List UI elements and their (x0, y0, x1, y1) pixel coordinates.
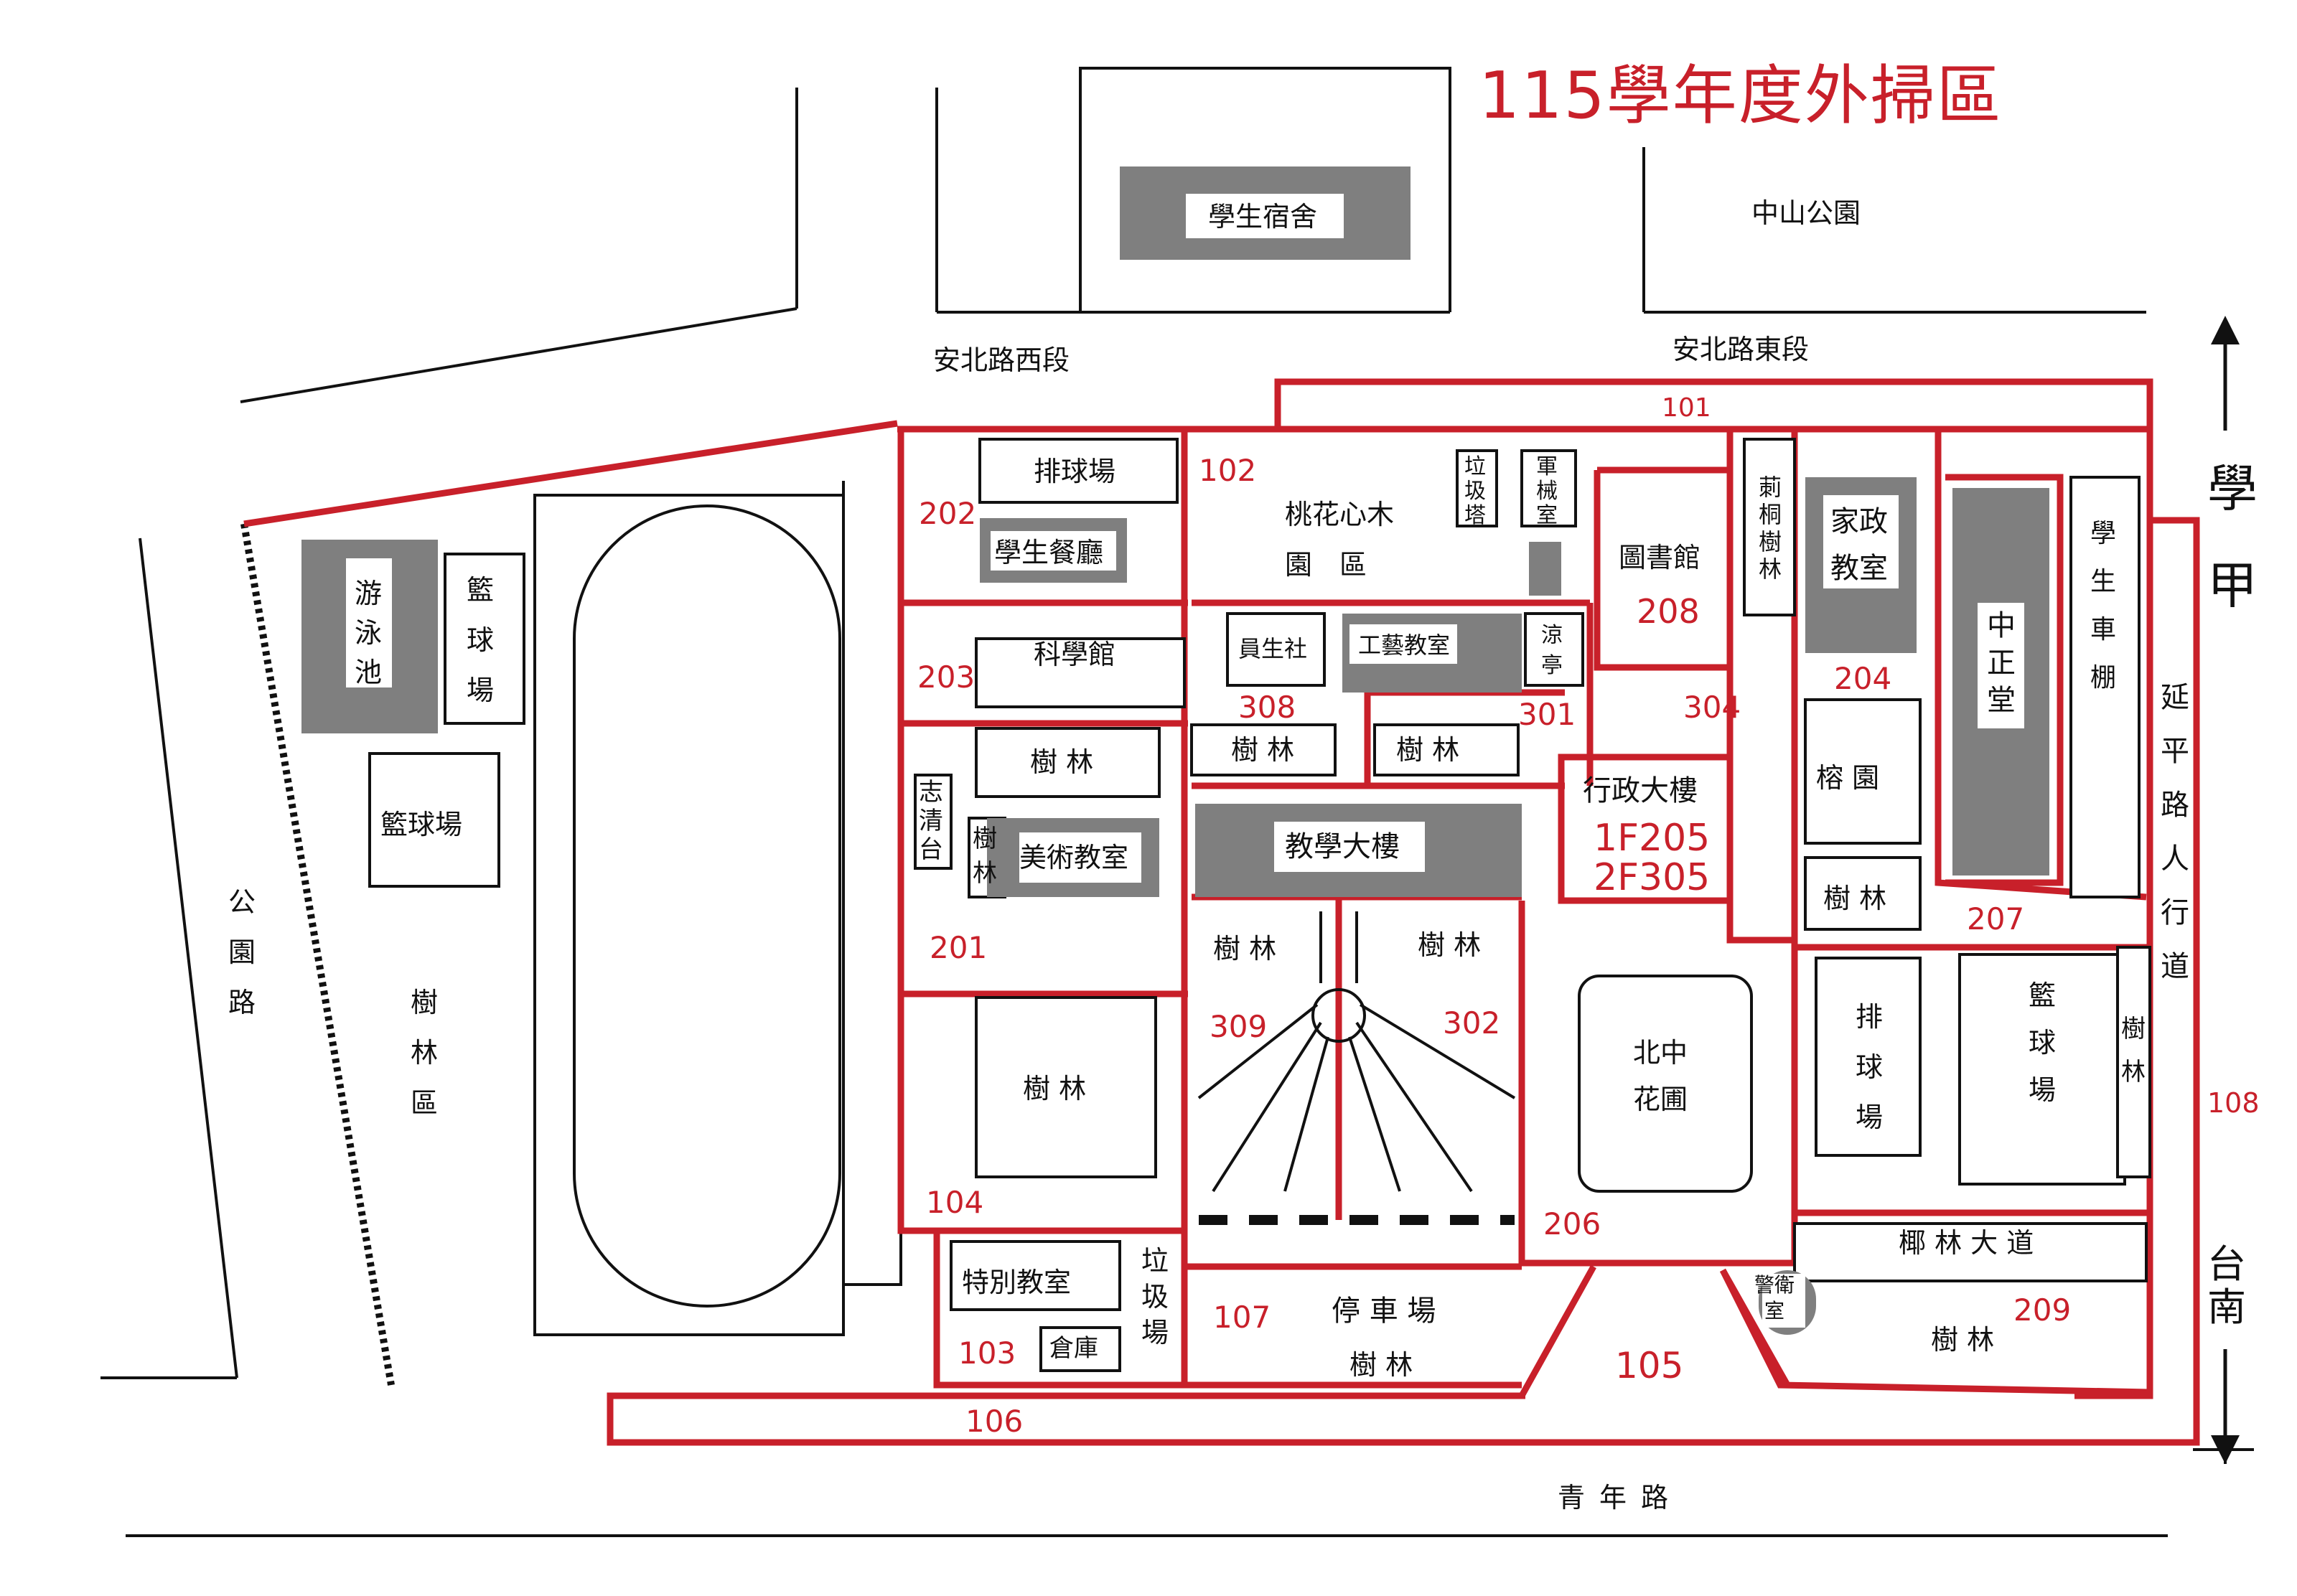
fac-zhiqing-platform: 志清台 (919, 778, 943, 864)
fac-north-garden-2: 花圃 (1633, 1084, 1688, 1115)
zone-103: 103 (958, 1336, 1016, 1371)
running-track (533, 481, 902, 1336)
outside-zhongshan-park: 中山公園 (1751, 197, 1861, 229)
fac-art-room: 美術教室 (1019, 842, 1128, 873)
fac-pavilion: 涼亭 (1541, 623, 1563, 678)
fac-woods-107: 樹 林 (1349, 1349, 1413, 1381)
compass-north: 學甲 (2207, 459, 2258, 615)
zone-108: 108 (2207, 1087, 2260, 1119)
fac-banyan-garden: 榕 園 (1816, 762, 1879, 794)
fac-woods-308: 樹 林 (1231, 734, 1294, 766)
fac-basketball-west: 籃球場 (380, 809, 462, 840)
fac-zhongzheng-hall: 中正堂 (1987, 609, 2016, 717)
fac-craft-room: 工藝教室 (1358, 632, 1450, 659)
fac-admin-floor-2: 2F305 (1594, 856, 1710, 899)
fac-swimming-pool: 游泳池 (355, 578, 382, 688)
street-anbei-west: 安北路西段 (933, 344, 1070, 376)
fac-guard-room: 警衛室 (1754, 1273, 1795, 1323)
zone-206: 206 (1543, 1206, 1601, 1241)
fac-woods-203: 樹 林 (1030, 746, 1093, 778)
fac-volleyball-north: 排球場 (1034, 456, 1115, 487)
zone-102: 102 (1199, 453, 1256, 488)
fac-woods-small-201: 樹林 (973, 825, 997, 888)
zone-209: 209 (2013, 1292, 2071, 1328)
compass-south: 台南 (2207, 1241, 2246, 1330)
pool-label-box (346, 558, 392, 687)
zone-101: 101 (1662, 393, 1711, 423)
fac-peach-garden-1: 桃花心木 (1285, 499, 1394, 530)
zone-104: 104 (926, 1185, 983, 1220)
fac-admin-building: 行政大樓 (1583, 774, 1698, 807)
basketball-west-vertical-box (444, 553, 525, 725)
fac-woods-104: 樹 林 (1023, 1073, 1086, 1104)
zone-201: 201 (930, 930, 987, 965)
fac-parking-lot: 停 車 場 (1332, 1295, 1436, 1328)
street-park-road: 公園路 (228, 886, 256, 1018)
fac-cafeteria: 學生餐廳 (994, 537, 1103, 568)
map-title: 115學年度外掃區 (1479, 58, 2003, 133)
fac-home-ec-2: 教室 (1830, 552, 1888, 585)
fac-woods-east: 樹林 (2121, 1015, 2146, 1086)
fac-volleyball-east: 排球場 (1856, 1001, 1883, 1133)
fac-basketball-west-vertical: 籃球場 (467, 574, 494, 706)
zone-107: 107 (1213, 1300, 1271, 1335)
fac-north-garden-1: 北中 (1633, 1037, 1688, 1069)
plaza-lines (1197, 911, 1516, 1225)
gray-buildings (980, 477, 2049, 1335)
zone-308: 308 (1238, 690, 1296, 725)
fac-special-classroom: 特別教室 (962, 1267, 1071, 1298)
street-qingnian: 青年路 (1558, 1482, 1683, 1513)
vertical-labels: 公園路延平路人行道學甲台南游泳池籃球場樹林區志清台樹林垃圾場垃圾塔軍械室涼亭莿桐… (228, 454, 2258, 1348)
zone-106: 106 (965, 1404, 1023, 1439)
fac-peach-garden-2: 園 區 (1285, 549, 1367, 581)
fac-admin-floor-1: 1F205 (1594, 817, 1710, 860)
fac-science-hall: 科學館 (1034, 639, 1115, 670)
dorm-label-box (1186, 194, 1344, 238)
fac-warehouse: 倉庫 (1049, 1334, 1098, 1363)
zone-302: 302 (1443, 1005, 1500, 1041)
fac-jasmine-woods: 莿桐樹林 (1759, 474, 1782, 583)
zone-208: 208 (1637, 592, 1700, 631)
fac-coconut-avenue: 椰 林 大 道 (1899, 1227, 2034, 1259)
fac-garbage-tower: 垃圾塔 (1464, 454, 1486, 528)
street-anbei-east: 安北路東段 (1673, 334, 1809, 365)
zone-309: 309 (1210, 1009, 1267, 1044)
fac-woods-area: 樹林區 (411, 987, 438, 1119)
fac-woods-209: 樹 林 (1931, 1324, 1994, 1356)
buildings (914, 438, 2151, 1372)
zone-304: 304 (1683, 690, 1741, 725)
street-yanping: 延平路人行道 (2161, 681, 2189, 983)
fac-basketball-east: 籃球場 (2029, 980, 2056, 1106)
fac-teaching-building: 教學大樓 (1285, 830, 1400, 863)
fac-woods-204: 樹 林 (1823, 883, 1886, 914)
fac-garbage-103: 垃圾場 (1141, 1245, 1169, 1348)
outside-dorm: 學生宿舍 (1208, 201, 1317, 233)
fac-coop: 員生社 (1238, 635, 1307, 662)
zone-105: 105 (1615, 1345, 1683, 1386)
zone-301: 301 (1518, 697, 1576, 732)
fac-armory: 軍械室 (1536, 454, 1558, 528)
fac-woods-301: 樹 林 (1396, 734, 1459, 766)
fac-woods-309: 樹 林 (1213, 933, 1276, 964)
fac-home-ec-1: 家政 (1830, 505, 1888, 538)
fac-library: 圖書館 (1619, 542, 1700, 573)
zone-207: 207 (1967, 901, 2024, 937)
zone-202: 202 (919, 496, 976, 531)
fac-woods-302: 樹 林 (1418, 929, 1481, 961)
gray-label-boxes (991, 495, 2024, 1328)
zone-203: 203 (917, 659, 975, 695)
zone-204: 204 (1834, 661, 1891, 696)
basketball-west-box (368, 752, 500, 888)
fac-student-shed: 學生車棚 (2090, 519, 2116, 693)
